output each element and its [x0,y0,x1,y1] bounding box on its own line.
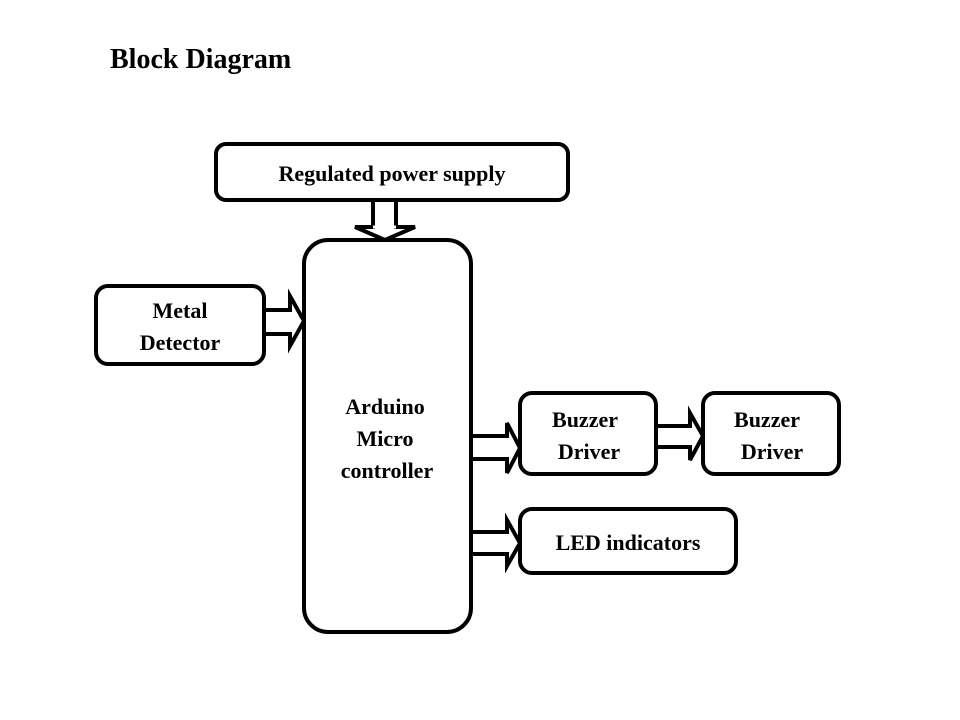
arrow-buzzer-driver-1-to-2 [656,405,706,461]
arduino-label-line-1: Arduino [345,394,424,419]
buzzer-driver-1-label-line-2: Driver [558,439,621,464]
diagram-title: Block Diagram [110,44,292,75]
arrow-arduino-to-led [471,512,523,574]
metal-detector-label-line-1: Metal [153,298,208,323]
buzzer-driver-1-label-line-1: Buzzer [552,407,618,432]
block-metal-detector: Metal Detector [94,284,266,366]
led-indicators-label: LED indicators [556,530,701,555]
block-buzzer-driver-1: Buzzer Driver [518,391,658,476]
power-supply-box [214,142,570,202]
buzzer-driver-2-label-line-1: Buzzer [734,407,800,432]
power-supply-label: Regulated power supply [279,161,506,186]
arduino-label-line-2: Micro [356,426,413,451]
metal-detector-box [94,284,266,366]
arrow-arduino-to-buzzer-driver-1 [471,422,523,474]
arrow-detector-to-arduino [264,288,307,354]
buzzer-driver-2-label-line-2: Driver [741,439,804,464]
block-led-indicators: LED indicators [518,507,738,575]
metal-detector-label-line-2: Detector [140,330,221,355]
led-indicators-box [518,507,738,575]
block-power-supply: Regulated power supply [214,142,570,202]
arduino-box [302,238,473,634]
buzzer-driver-1-box [518,391,658,476]
block-arduino: Arduino Micro controller [302,238,473,634]
arduino-label-line-3: controller [341,458,434,483]
buzzer-driver-2-box [701,391,841,476]
arrow-power-to-arduino [354,200,416,243]
block-buzzer-driver-2: Buzzer Driver [701,391,841,476]
